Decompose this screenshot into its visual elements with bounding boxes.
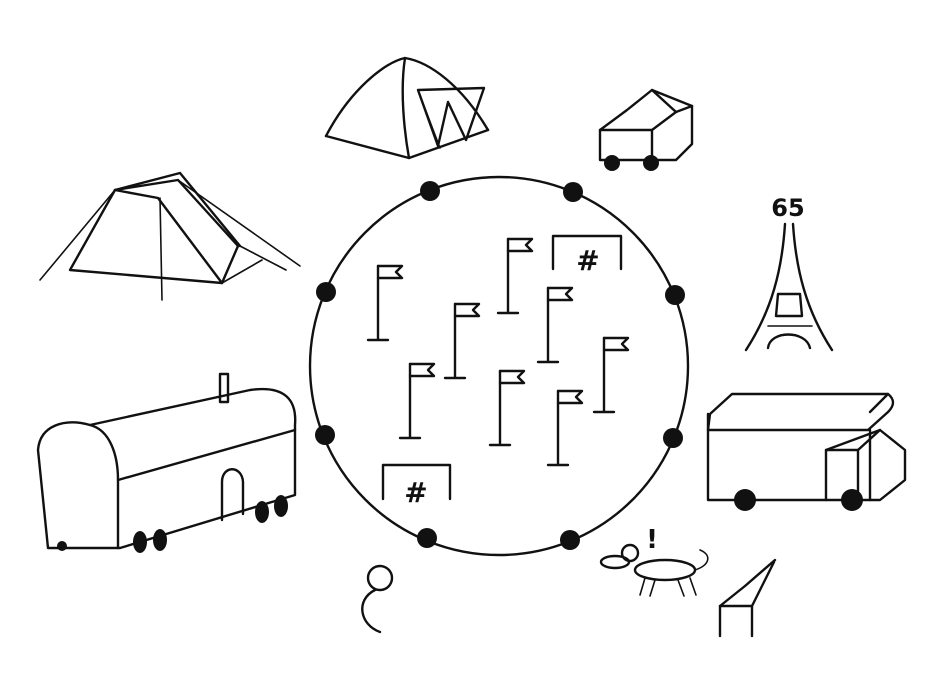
bus-caravan-icon (36, 372, 297, 553)
field-dots (315, 181, 685, 550)
tower-number-label: 65 (771, 194, 804, 222)
flag-icon (398, 362, 436, 440)
field-dot (663, 428, 683, 448)
small-car-icon (598, 88, 694, 171)
flag-icon (536, 286, 574, 364)
person-icon (361, 564, 394, 634)
flag-icon (546, 389, 584, 467)
field-dot (560, 530, 580, 550)
tent-dome-icon (324, 56, 490, 160)
flag-icon (488, 369, 526, 447)
goal-bottom-label: # (404, 476, 427, 509)
flags-group (366, 237, 630, 467)
flag-icon (366, 264, 404, 342)
flag-icon (443, 302, 481, 380)
field-dot (563, 182, 583, 202)
field-dot (316, 282, 336, 302)
central-field (308, 175, 690, 557)
field-dot (315, 425, 335, 445)
field-dot (420, 181, 440, 201)
field-dot (417, 528, 437, 548)
goal-top-label: # (576, 244, 599, 277)
tent-large-icon (39, 171, 301, 301)
goal-top: # (551, 234, 623, 277)
flag-icon (496, 237, 534, 315)
eiffel-tower-icon: 65 (744, 194, 834, 352)
field-dot (665, 285, 685, 305)
flag-icon (592, 336, 630, 414)
camper-truck-icon (706, 392, 907, 511)
alert-label: ! (646, 525, 658, 555)
chair-icon (718, 558, 777, 638)
goal-bottom: # (381, 463, 452, 509)
mouse-icon: ! (599, 525, 709, 597)
